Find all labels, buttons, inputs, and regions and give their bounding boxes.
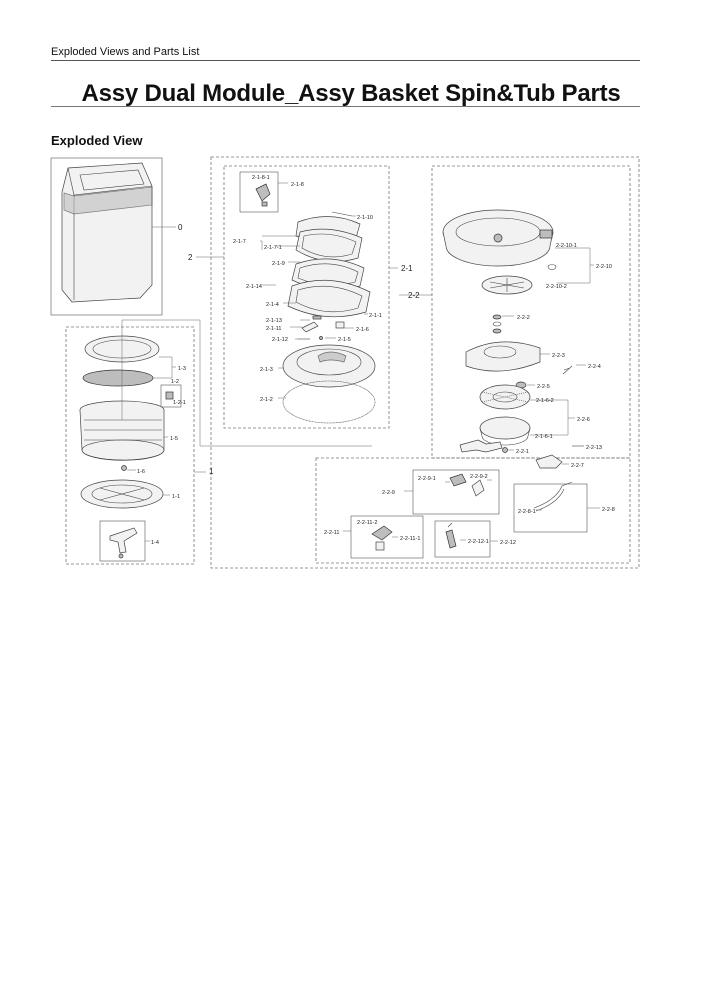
label-2-1-8-1: 2-1-8-1 bbox=[252, 175, 270, 181]
label-2-2-2: 2-2-2 bbox=[517, 315, 530, 321]
label-1: 1 bbox=[209, 467, 214, 476]
label-2-2-13: 2-2-13 bbox=[586, 445, 602, 451]
page-header: Exploded Views and Parts List bbox=[51, 46, 200, 58]
group-1-box bbox=[65, 326, 195, 565]
label-2-1: 2-1 bbox=[401, 264, 413, 273]
label-2-2-3: 2-2-3 bbox=[552, 353, 565, 359]
box-1-2 bbox=[160, 384, 182, 408]
full-unit-box bbox=[50, 157, 163, 316]
label-2-1-3: 2-1-3 bbox=[260, 367, 273, 373]
label-2-1-13: 2-1-13 bbox=[266, 318, 282, 324]
group-2-2-parts bbox=[371, 209, 584, 551]
label-1-2: 1-2 bbox=[171, 379, 179, 385]
label-2-2-12: 2-2-12 bbox=[500, 540, 516, 546]
label-2-1-1: 2-1-1 bbox=[369, 313, 382, 319]
label-2-2-12-1: 2-2-12-1 bbox=[468, 539, 489, 545]
label-2-1-14: 2-1-14 bbox=[246, 284, 262, 290]
label-2-2-8-1: 2-2-8-1 bbox=[518, 509, 536, 515]
label-2-2-10-1: 2-2-10-1 bbox=[556, 243, 577, 249]
group-2-2-box bbox=[431, 165, 631, 459]
label-2: 2 bbox=[188, 253, 193, 262]
label-2-2-9-1: 2-2-9-1 bbox=[418, 476, 436, 482]
label-2-2: 2-2 bbox=[408, 291, 420, 300]
label-2-1-5: 2-1-5 bbox=[338, 337, 351, 343]
label-1-3: 1-3 bbox=[178, 366, 186, 372]
label-2-2-7: 2-2-7 bbox=[571, 463, 584, 469]
label-2-2-10: 2-2-10 bbox=[596, 264, 612, 270]
box-2-2-8 bbox=[513, 483, 588, 533]
label-2-1-8: 2-1-8 bbox=[291, 182, 304, 188]
label-2-2-11-1: 2-2-11-1 bbox=[400, 536, 420, 542]
header-rule bbox=[51, 60, 640, 61]
title-rule bbox=[51, 106, 640, 107]
label-2-1-6: 2-1-6 bbox=[356, 327, 369, 333]
group-1-parts bbox=[79, 335, 174, 559]
label-2-1-12: 2-1-12 bbox=[272, 337, 288, 343]
label-2-2-8: 2-2-8 bbox=[602, 507, 615, 513]
box-2-1-8 bbox=[239, 171, 279, 213]
label-2-2-9-2: 2-2-9-2 bbox=[470, 474, 488, 480]
label-1-2-1: 1-2-1 bbox=[173, 400, 186, 406]
label-2-2-11-2: 2-2-11-2 bbox=[357, 520, 377, 526]
label-2-1-10: 2-1-10 bbox=[357, 215, 373, 221]
box-2-2-11 bbox=[350, 515, 424, 559]
label-1-1: 1-1 bbox=[172, 494, 180, 500]
group-2-2-lower-box bbox=[315, 457, 631, 564]
label-1-4: 1-4 bbox=[151, 540, 159, 546]
label-0: 0 bbox=[178, 223, 183, 232]
label-2-1-9: 2-1-9 bbox=[272, 261, 285, 267]
label-2-2-5: 2-2-5 bbox=[537, 384, 550, 390]
group-2-1-parts bbox=[255, 183, 376, 424]
group-2-1-box bbox=[223, 165, 390, 429]
label-2-2-11: 2-2-11 bbox=[324, 530, 340, 536]
group-2-box bbox=[210, 156, 640, 569]
label-2-2-4: 2-2-4 bbox=[588, 364, 601, 370]
washer-unit-illustration bbox=[61, 162, 153, 303]
label-2-2-10-2: 2-2-10-2 bbox=[546, 284, 567, 290]
box-2-2-12 bbox=[434, 520, 491, 558]
label-1-5: 1-5 bbox=[170, 436, 178, 442]
label-2-2-1: 2-2-1 bbox=[516, 449, 529, 455]
box-2-2-9 bbox=[412, 469, 500, 515]
label-2-1-4: 2-1-4 bbox=[266, 302, 279, 308]
label-2-1-7: 2-1-7 bbox=[233, 239, 246, 245]
label-2-1-11: 2-1-11 bbox=[266, 326, 282, 332]
label-2-1-2: 2-1-2 bbox=[260, 397, 273, 403]
section-heading: Exploded View bbox=[51, 133, 143, 148]
page-title: Assy Dual Module_Assy Basket Spin&Tub Pa… bbox=[81, 80, 621, 107]
label-1-6: 1-6 bbox=[137, 469, 145, 475]
label-2-2-6: 2-2-6 bbox=[577, 417, 590, 423]
label-2-1-6-2: 2-1-6-2 bbox=[536, 398, 554, 404]
label-2-1-6-1: 2-1-6-1 bbox=[535, 434, 553, 440]
label-2-1-7-1: 2-1-7-1 bbox=[264, 245, 282, 251]
label-2-2-9: 2-2-9 bbox=[382, 490, 395, 496]
